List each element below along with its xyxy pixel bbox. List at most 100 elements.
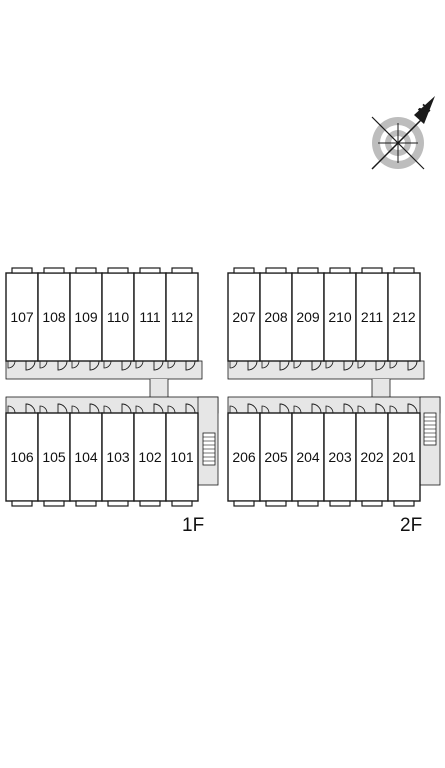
balcony — [171, 500, 193, 507]
door-swing-icon — [293, 405, 302, 414]
balcony — [265, 500, 287, 507]
balcony — [393, 267, 415, 274]
door-swing-icon — [311, 403, 322, 414]
door-swing-icon — [25, 403, 36, 414]
room-number-label: 208 — [264, 309, 288, 325]
door-swing-icon — [39, 360, 48, 369]
door-swing-icon — [247, 403, 258, 414]
room-number-label: 105 — [42, 449, 66, 465]
door-swing-icon — [279, 403, 290, 414]
room-205: 205 — [259, 403, 293, 507]
floor-label: 2F — [400, 515, 422, 536]
corridor-connector — [150, 379, 168, 397]
room-number-label: 103 — [106, 449, 130, 465]
door-swing-icon — [247, 360, 258, 371]
balcony — [265, 267, 287, 274]
room-number-label: 207 — [232, 309, 256, 325]
balcony — [75, 500, 97, 507]
door-swing-icon — [407, 403, 418, 414]
room-number-label: 206 — [232, 449, 256, 465]
door-swing-icon — [311, 360, 322, 371]
balcony — [297, 500, 319, 507]
door-swing-icon — [357, 360, 366, 369]
room-210: 210 — [323, 267, 357, 371]
room-number-label: 212 — [392, 309, 416, 325]
door-swing-icon — [407, 360, 418, 371]
balcony — [139, 267, 161, 274]
door-swing-icon — [71, 405, 80, 414]
balcony — [233, 500, 255, 507]
door-swing-icon — [167, 360, 176, 369]
door-swing-icon — [153, 360, 164, 371]
door-swing-icon — [7, 405, 16, 414]
balcony — [43, 267, 65, 274]
corridor-connector — [372, 379, 390, 397]
room-108: 108 — [37, 267, 71, 371]
room-number-label: 209 — [296, 309, 320, 325]
room-111: 111 — [133, 267, 167, 371]
compass-north-arrow-icon: N — [371, 96, 435, 170]
room-102: 102 — [133, 403, 167, 507]
door-swing-icon — [121, 360, 132, 371]
room-203: 203 — [323, 403, 357, 507]
balcony — [11, 267, 33, 274]
room-number-label: 211 — [361, 309, 384, 325]
room-number-label: 102 — [138, 449, 162, 465]
door-swing-icon — [279, 360, 290, 371]
balcony — [393, 500, 415, 507]
balcony — [107, 267, 129, 274]
door-swing-icon — [39, 405, 48, 414]
door-swing-icon — [325, 360, 334, 369]
floor-label: 1F — [182, 515, 204, 536]
room-202: 202 — [355, 403, 389, 507]
door-swing-icon — [375, 403, 386, 414]
door-swing-icon — [357, 405, 366, 414]
room-209: 209 — [291, 267, 325, 371]
balcony — [361, 267, 383, 274]
room-number-label: 107 — [10, 309, 34, 325]
door-swing-icon — [135, 360, 144, 369]
room-number-label: 106 — [10, 449, 34, 465]
door-swing-icon — [185, 360, 196, 371]
room-207: 207 — [227, 267, 261, 371]
door-swing-icon — [343, 403, 354, 414]
room-number-label: 101 — [170, 449, 194, 465]
room-104: 104 — [69, 403, 103, 507]
staircase-icon — [202, 432, 216, 466]
door-swing-icon — [71, 360, 80, 369]
room-number-label: 109 — [74, 309, 98, 325]
balcony — [11, 500, 33, 507]
door-swing-icon — [229, 405, 238, 414]
door-swing-icon — [57, 360, 68, 371]
staircase-icon — [423, 412, 437, 446]
door-swing-icon — [121, 403, 132, 414]
balcony — [297, 267, 319, 274]
balcony — [43, 500, 65, 507]
room-number-label: 204 — [296, 449, 320, 465]
door-swing-icon — [185, 403, 196, 414]
room-204: 204 — [291, 403, 325, 507]
door-swing-icon — [229, 360, 238, 369]
balcony — [329, 267, 351, 274]
door-swing-icon — [89, 360, 100, 371]
room-number-label: 112 — [171, 309, 194, 325]
room-number-label: 108 — [42, 309, 66, 325]
door-swing-icon — [261, 360, 270, 369]
door-swing-icon — [7, 360, 16, 369]
room-number-label: 202 — [360, 449, 384, 465]
balcony — [75, 267, 97, 274]
door-swing-icon — [135, 405, 144, 414]
door-swing-icon — [103, 360, 112, 369]
door-swing-icon — [325, 405, 334, 414]
balcony — [329, 500, 351, 507]
balcony — [171, 267, 193, 274]
room-number-label: 203 — [328, 449, 352, 465]
room-106: 106 — [5, 403, 39, 507]
door-swing-icon — [293, 360, 302, 369]
room-110: 110 — [101, 267, 135, 371]
room-number-label: 205 — [264, 449, 288, 465]
door-swing-icon — [389, 360, 398, 369]
